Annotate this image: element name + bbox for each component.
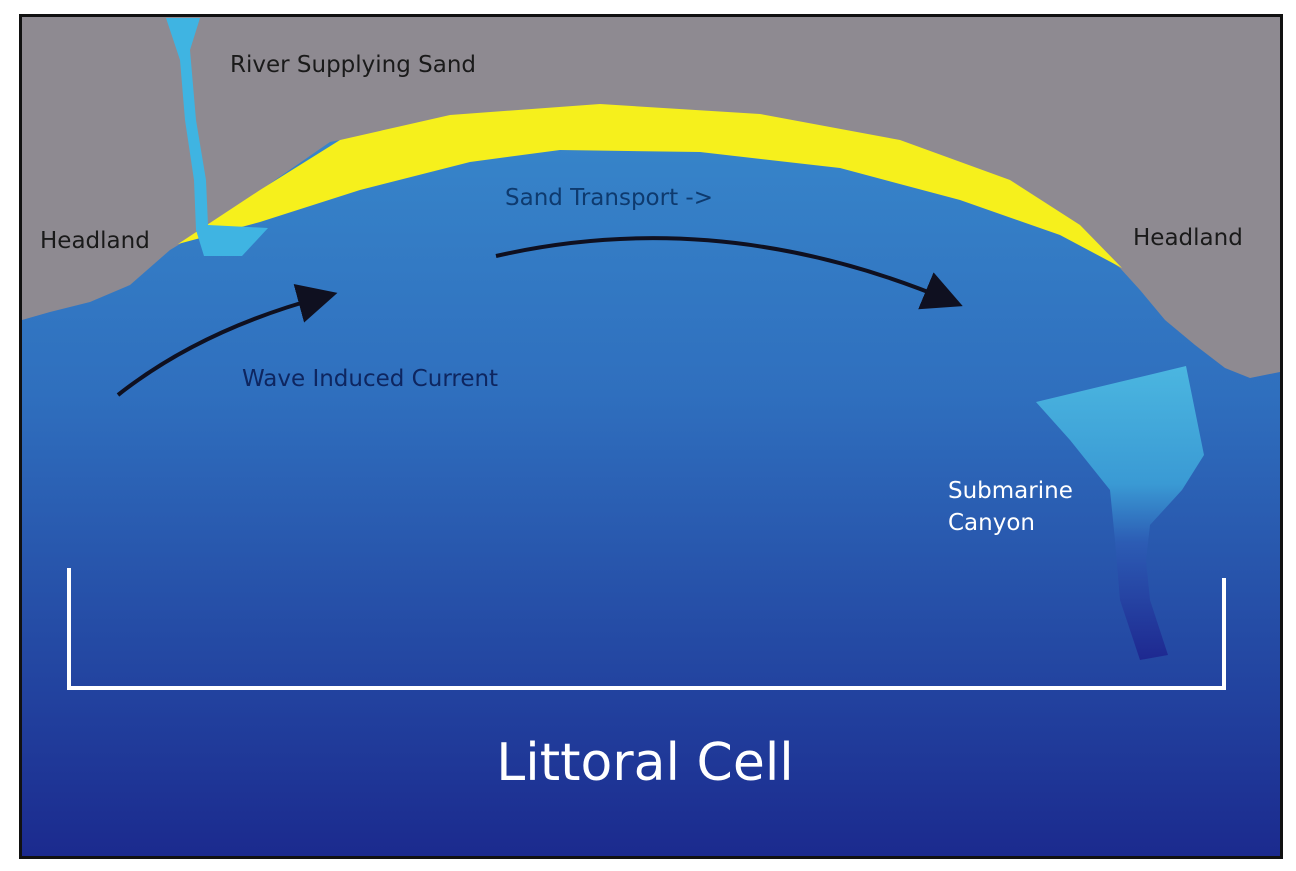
sand-transport-arrow — [495, 236, 963, 310]
label-canyon-line1: Submarine — [948, 478, 1073, 504]
submarine-canyon — [1036, 366, 1204, 660]
littoral-cell-bracket — [67, 568, 1226, 690]
wave-current-arrow — [116, 283, 338, 397]
diagram-title: Littoral Cell — [496, 733, 793, 793]
label-river: River Supplying Sand — [230, 52, 476, 78]
land — [22, 17, 1280, 378]
label-canyon-line2: Canyon — [948, 510, 1035, 536]
sand-beach — [178, 104, 1122, 268]
river — [166, 18, 268, 256]
label-headland-left: Headland — [40, 228, 150, 254]
label-headland-right: Headland — [1133, 225, 1243, 251]
label-wave-current: Wave Induced Current — [242, 366, 498, 392]
label-sand-transport: Sand Transport -> — [505, 185, 713, 211]
